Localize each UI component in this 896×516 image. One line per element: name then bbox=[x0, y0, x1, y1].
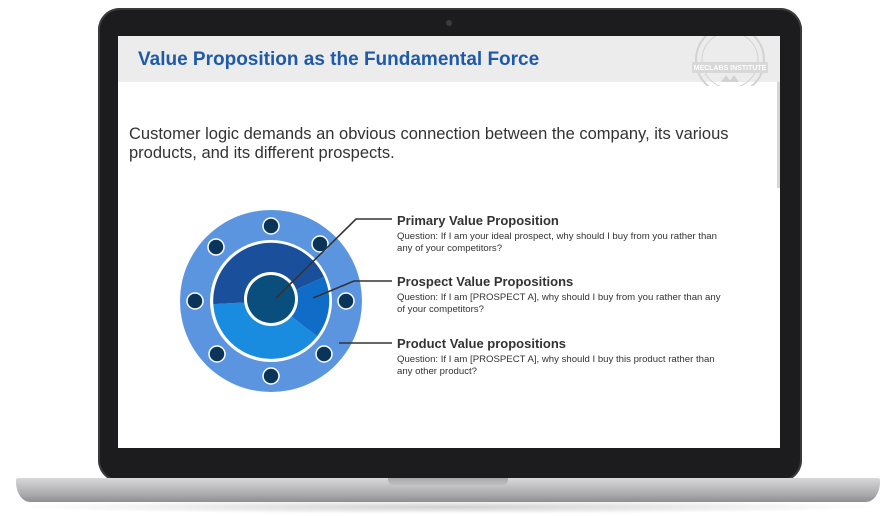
slide-subtitle: Customer logic demands an obvious connec… bbox=[129, 125, 729, 162]
leader-line-prospect bbox=[312, 280, 392, 299]
prospect-vp-question: Question: If I am [PROSPECT A], why shou… bbox=[397, 292, 721, 315]
prospect-vp-title: Prospect Value Propositions bbox=[397, 274, 574, 289]
product-vp-title: Product Value propositions bbox=[397, 336, 567, 351]
ring-dot bbox=[311, 235, 329, 253]
prospect-segment bbox=[271, 277, 330, 337]
leader-line-primary bbox=[275, 218, 392, 299]
dots-group bbox=[186, 217, 355, 385]
ring-dot bbox=[315, 345, 333, 363]
laptop-base-shadow bbox=[14, 500, 882, 514]
ring-dot bbox=[262, 217, 280, 235]
ring-dot bbox=[337, 292, 355, 310]
seal-text: MECLABS INSTITUTE bbox=[694, 65, 767, 72]
ring-dot bbox=[186, 292, 204, 310]
core-circle bbox=[247, 275, 295, 323]
title-bar: Value Proposition as the Fundamental For… bbox=[118, 36, 780, 86]
primary-vp-question: Question: If I am your ideal prospect, w… bbox=[397, 231, 717, 254]
scroll-strip bbox=[777, 82, 780, 188]
ring-dot bbox=[262, 367, 280, 385]
meclabs-seal-logo: MECLABS INSTITUTE bbox=[692, 36, 768, 86]
camera-icon bbox=[446, 20, 452, 26]
slide-title: Value Proposition as the Fundamental For… bbox=[138, 49, 540, 70]
ring-dot bbox=[208, 345, 226, 363]
product-segment bbox=[213, 301, 318, 359]
ring-dot bbox=[207, 238, 225, 256]
laptop-notch bbox=[388, 478, 508, 487]
product-vp-question: Question: If I am [PROSPECT A], why shou… bbox=[397, 354, 715, 377]
primary-vp-title: Primary Value Proposition bbox=[397, 213, 559, 228]
